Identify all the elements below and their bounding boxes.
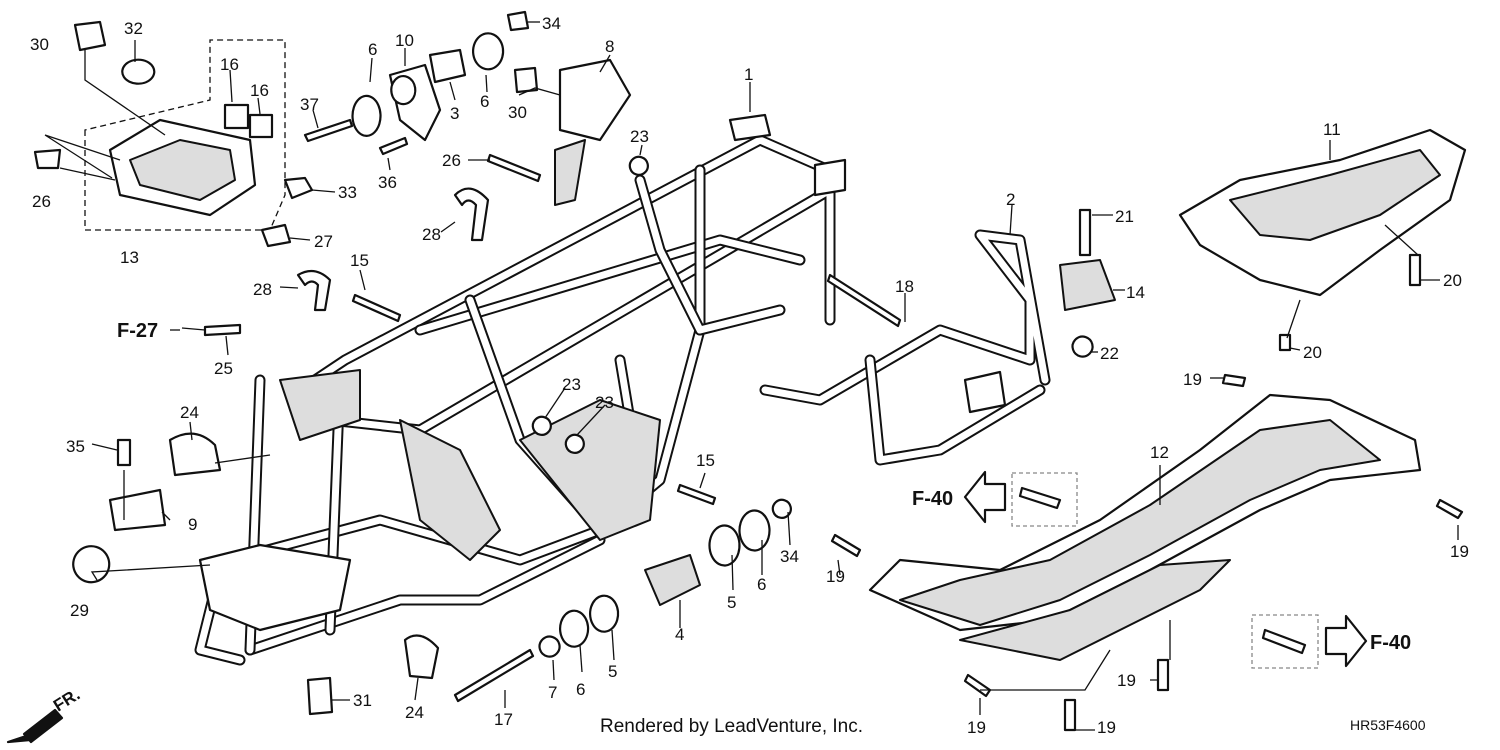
callout-6: 6 (757, 575, 766, 594)
skid-plate-11 (1178, 128, 1467, 352)
leader-lines (44, 21, 1459, 731)
subframe-2 (759, 208, 1116, 466)
callout-5: 5 (727, 593, 736, 612)
callout-24: 24 (180, 403, 199, 422)
callout-13: 13 (120, 248, 139, 267)
callout-11: 11 (1323, 120, 1341, 139)
callout-19: 19 (1097, 718, 1116, 737)
callout-24: 24 (405, 703, 424, 722)
callout-4: 4 (675, 625, 684, 644)
callout-6: 6 (480, 92, 489, 111)
callout-7: 7 (548, 683, 557, 702)
callout-23: 23 (562, 375, 581, 394)
callout-2: 2 (1006, 190, 1015, 209)
bracket-assembly-13 (33, 20, 314, 248)
reference-f-27: F-27 (117, 320, 158, 342)
callout-19: 19 (1183, 370, 1202, 389)
reference-f-40-lower: F-40 (1370, 632, 1411, 654)
callout-37: 37 (300, 95, 319, 114)
callout-30: 30 (30, 35, 49, 54)
callout-6: 6 (576, 680, 585, 699)
callout-23: 23 (595, 393, 614, 412)
callout-9: 9 (188, 515, 197, 534)
callout-29: 29 (70, 601, 89, 620)
callout-19: 19 (1117, 671, 1136, 690)
callout-labels: 30 32 16 16 26 33 27 13 37 36 6 10 3 6 3… (30, 14, 1469, 737)
callout-15: 15 (350, 251, 369, 270)
callout-26: 26 (442, 151, 461, 170)
callout-14: 14 (1126, 283, 1145, 302)
callout-31: 31 (353, 691, 372, 710)
callout-16: 16 (220, 55, 239, 74)
callout-35: 35 (66, 437, 85, 456)
callout-12: 12 (1150, 443, 1169, 462)
callout-34: 34 (542, 14, 561, 33)
callout-3: 3 (450, 104, 459, 123)
callout-20: 20 (1303, 343, 1322, 362)
callout-19: 19 (967, 718, 986, 737)
callout-17: 17 (494, 710, 513, 729)
callout-25: 25 (214, 359, 233, 378)
front-direction-indicator: FR. (6, 685, 83, 744)
callout-15: 15 (696, 451, 715, 470)
callout-27: 27 (314, 232, 333, 251)
callout-34: 34 (780, 547, 799, 566)
callout-6: 6 (368, 40, 377, 59)
callout-20: 20 (1443, 271, 1462, 290)
callout-33: 33 (338, 183, 357, 202)
callout-19: 19 (826, 567, 845, 586)
callout-16: 16 (250, 81, 269, 100)
callout-8: 8 (605, 37, 614, 56)
callout-26: 26 (32, 192, 51, 211)
callout-19: 19 (1450, 542, 1469, 561)
drive-parts (453, 498, 792, 703)
mount-parts-top (303, 10, 649, 242)
skid-plate-12 (830, 373, 1464, 732)
callout-28: 28 (422, 225, 441, 244)
mid-fasteners (531, 415, 717, 506)
callout-30: 30 (508, 103, 527, 122)
callout-22: 22 (1100, 344, 1119, 363)
callout-23: 23 (630, 127, 649, 146)
callout-28: 28 (253, 280, 272, 299)
reference-boxes (963, 470, 1368, 669)
callout-1: 1 (744, 65, 753, 84)
callout-36: 36 (378, 173, 397, 192)
callout-5: 5 (608, 662, 617, 681)
reference-labels: F-27 F-40 F-40 (117, 320, 1411, 654)
reference-f-40-upper: F-40 (912, 488, 953, 510)
callout-10: 10 (395, 31, 414, 50)
main-frame (194, 113, 847, 666)
callout-21: 21 (1115, 207, 1134, 226)
callout-32: 32 (124, 19, 143, 38)
diagram-code: HR53F4600 (1350, 717, 1426, 733)
footer-credit: Rendered by LeadVenture, Inc. (600, 716, 863, 737)
callout-18: 18 (895, 277, 914, 296)
